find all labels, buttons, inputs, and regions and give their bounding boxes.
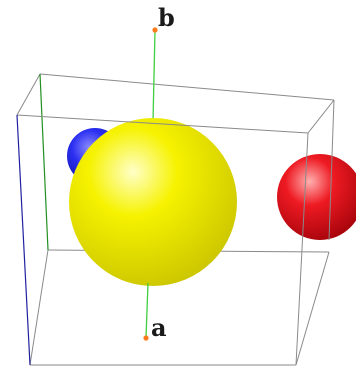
unit-cell-box-front <box>16 99 335 366</box>
red-sphere <box>277 154 356 240</box>
box-edge <box>39 73 335 101</box>
box-edge <box>29 249 49 366</box>
box-edge <box>16 114 309 134</box>
box-edge <box>328 99 335 241</box>
axis-point-a <box>143 335 149 341</box>
box-edge <box>295 132 309 366</box>
axis-line-bottom <box>145 282 149 339</box>
axis-point-b <box>152 27 158 33</box>
box-edge <box>307 99 335 134</box>
box-edge <box>16 73 41 116</box>
axis-label-a: a <box>151 313 167 342</box>
axis-line-top <box>152 29 156 123</box>
box-edge <box>295 251 330 366</box>
box-edge-blue <box>16 114 31 366</box>
box-edge-green <box>39 73 49 251</box>
yellow-sphere <box>69 118 237 286</box>
axis-label-b: b <box>158 3 175 32</box>
